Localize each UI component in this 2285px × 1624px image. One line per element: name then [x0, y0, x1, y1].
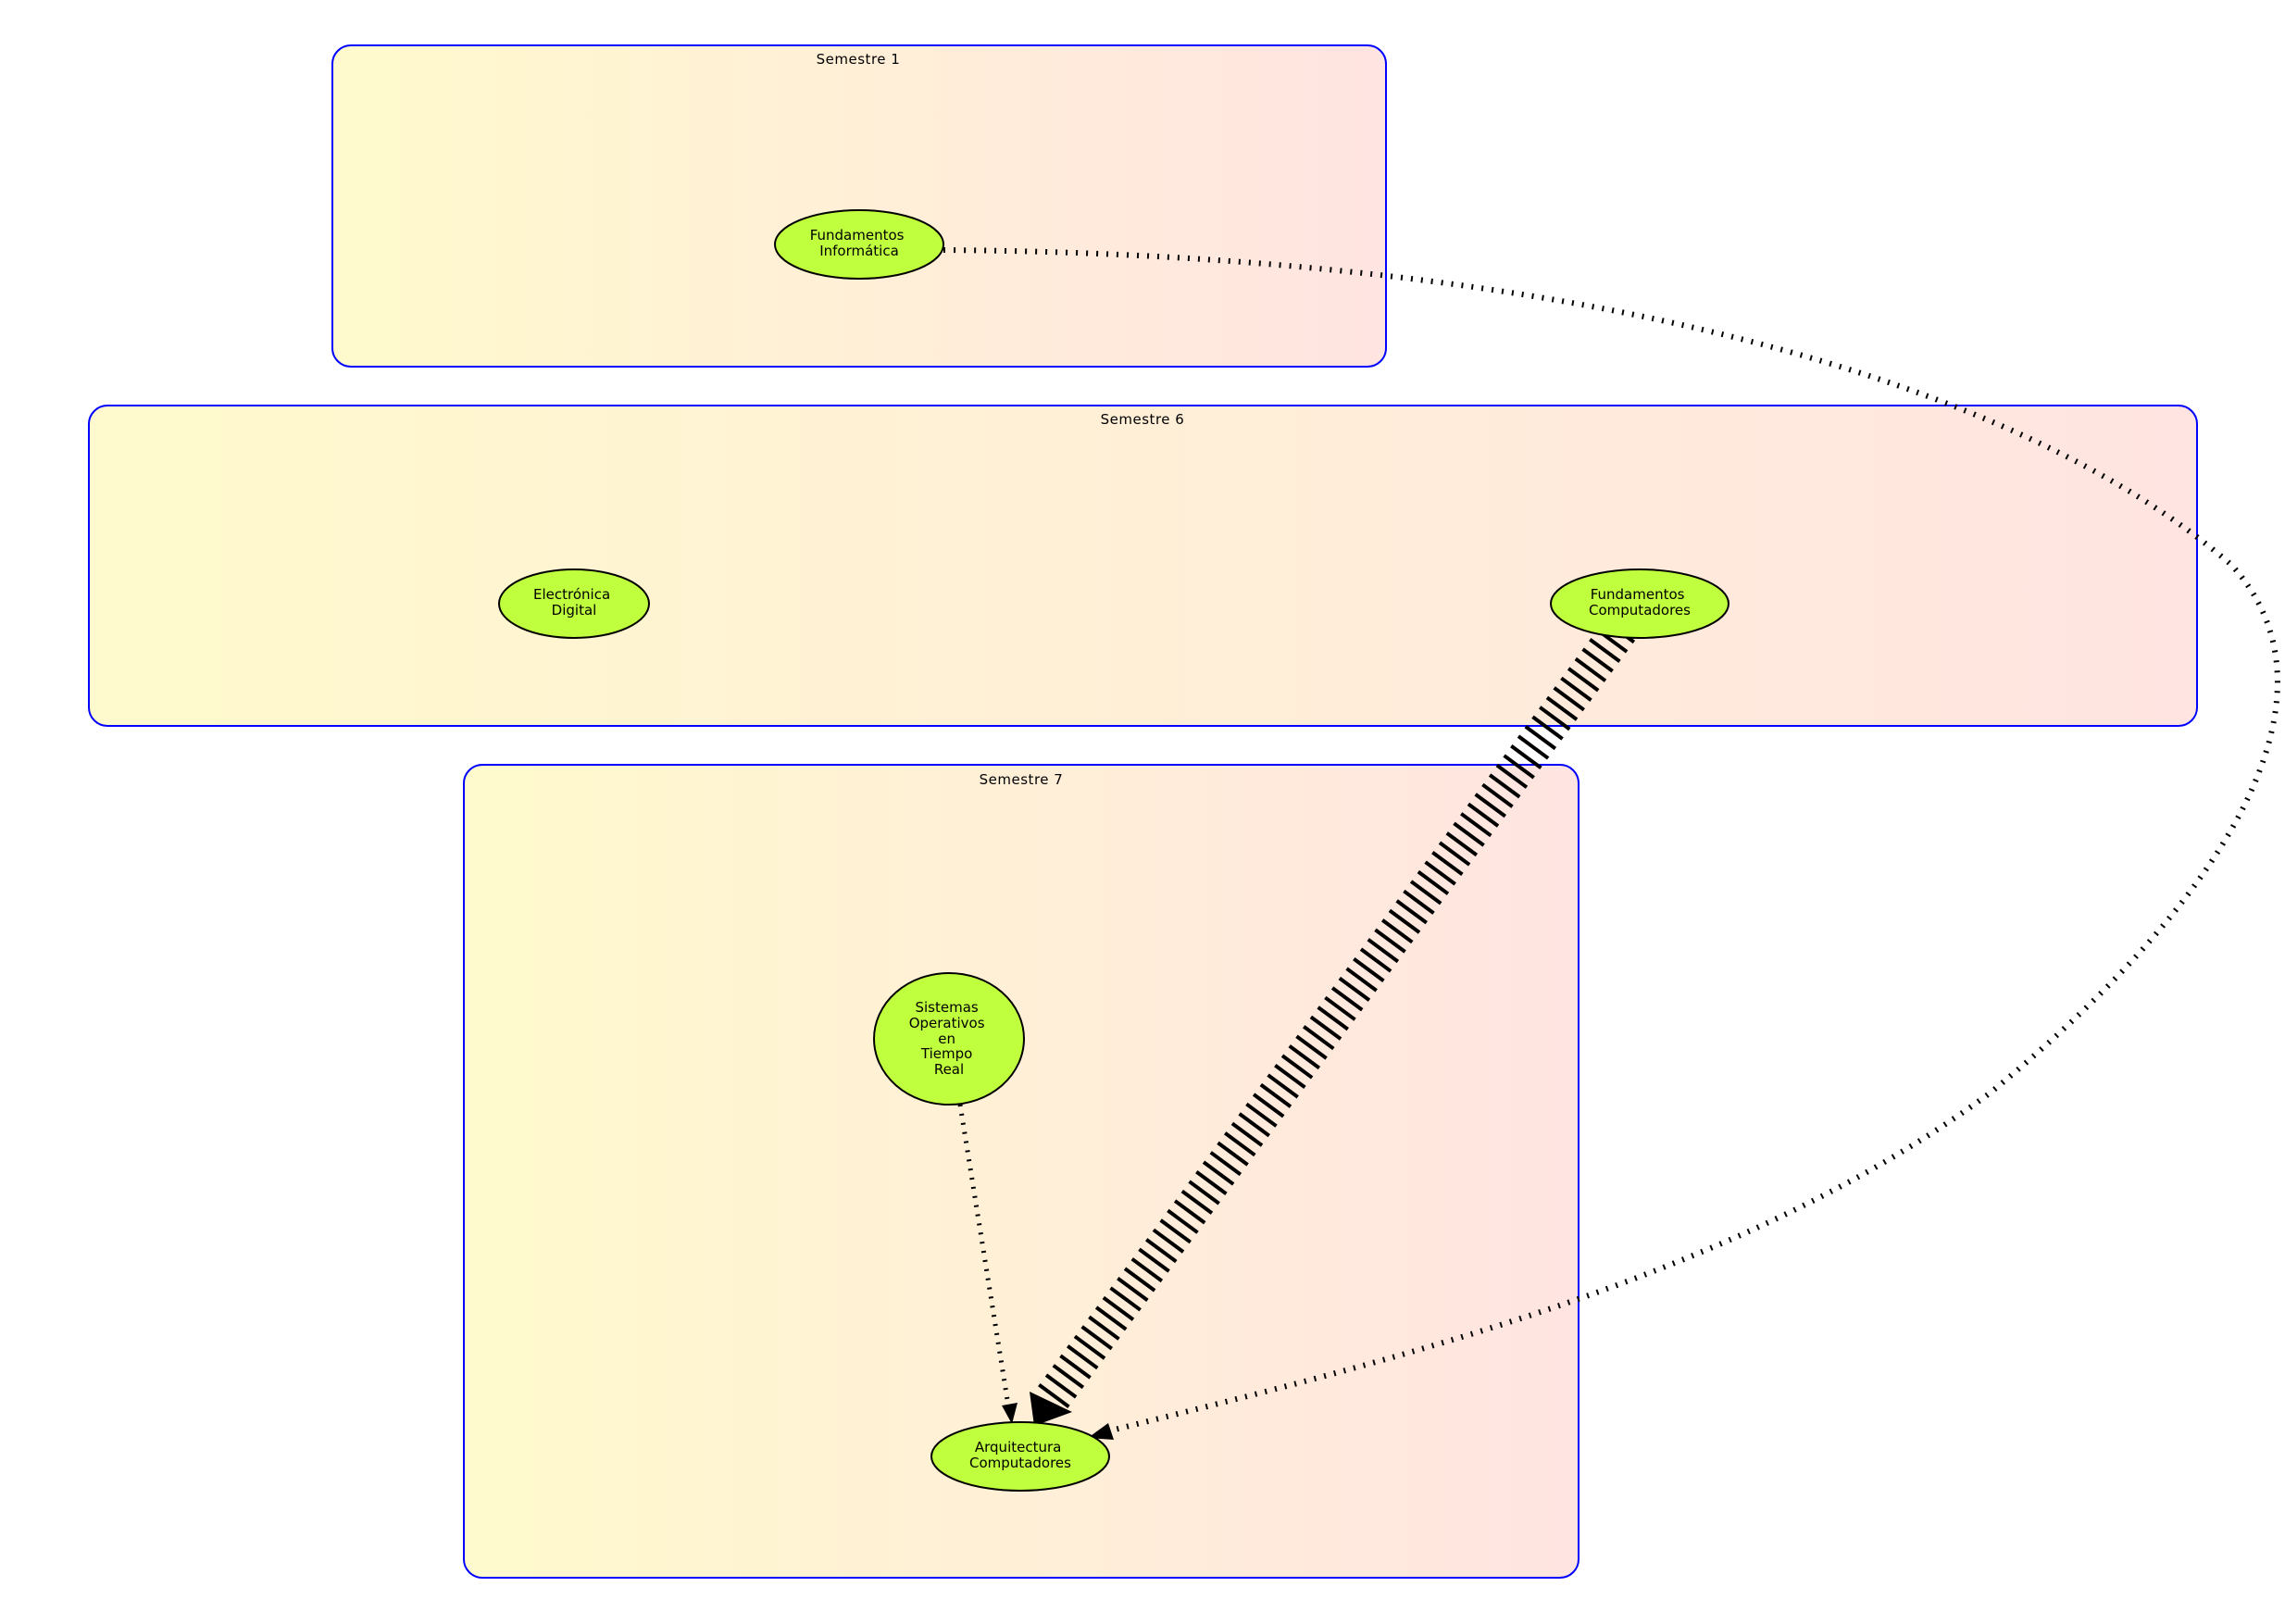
node-label: Sistemas Operativos en Tiempo Real	[909, 999, 990, 1078]
arrowhead	[1002, 1403, 1018, 1424]
node-electronica-digital[interactable]: Electrónica Digital	[498, 568, 650, 639]
edge-sistemas-operativos-to-arquitectura	[957, 1104, 1018, 1424]
node-shape	[774, 209, 944, 280]
node-label: Electrónica Digital	[533, 586, 615, 618]
node-label: Fundamentos Informática	[810, 227, 909, 259]
node-arquitectura-computadores[interactable]: Arquitectura Computadores	[930, 1421, 1110, 1492]
edge-fundamentos-informatica-to-arquitectura	[943, 247, 2280, 1440]
node-label: Arquitectura Computadores	[969, 1439, 1071, 1471]
node-fundamentos-informatica[interactable]: Fundamentos Informática	[774, 209, 944, 280]
cluster-label: Semestre 6	[1101, 411, 1185, 428]
node-shape	[930, 1421, 1110, 1492]
cluster-frame	[463, 764, 1580, 1579]
edge-fundamentos-computadores-to-arquitectura	[1030, 618, 1636, 1426]
cluster-semestre-1: Semestre 1	[331, 44, 1387, 368]
edge-line	[1035, 618, 1636, 1411]
arrowhead	[1088, 1423, 1114, 1440]
node-shape	[498, 568, 650, 639]
arrowhead	[1030, 1392, 1072, 1426]
cluster-semestre-7: Semestre 7	[463, 764, 1580, 1579]
node-shape	[1550, 568, 1729, 639]
node-label: Fundamentos Computadores	[1589, 586, 1691, 618]
node-fundamentos-computadores[interactable]: Fundamentos Computadores	[1550, 568, 1729, 639]
cluster-label: Semestre 1	[817, 51, 901, 68]
node-sistemas-operativos-tiempo-real[interactable]: Sistemas Operativos en Tiempo Real	[873, 972, 1025, 1106]
cluster-frame	[88, 405, 2198, 727]
cluster-semestre-6: Semestre 6	[88, 405, 2198, 727]
cluster-frame	[331, 44, 1387, 368]
node-shape	[873, 972, 1025, 1106]
cluster-label: Semestre 7	[980, 771, 1064, 788]
